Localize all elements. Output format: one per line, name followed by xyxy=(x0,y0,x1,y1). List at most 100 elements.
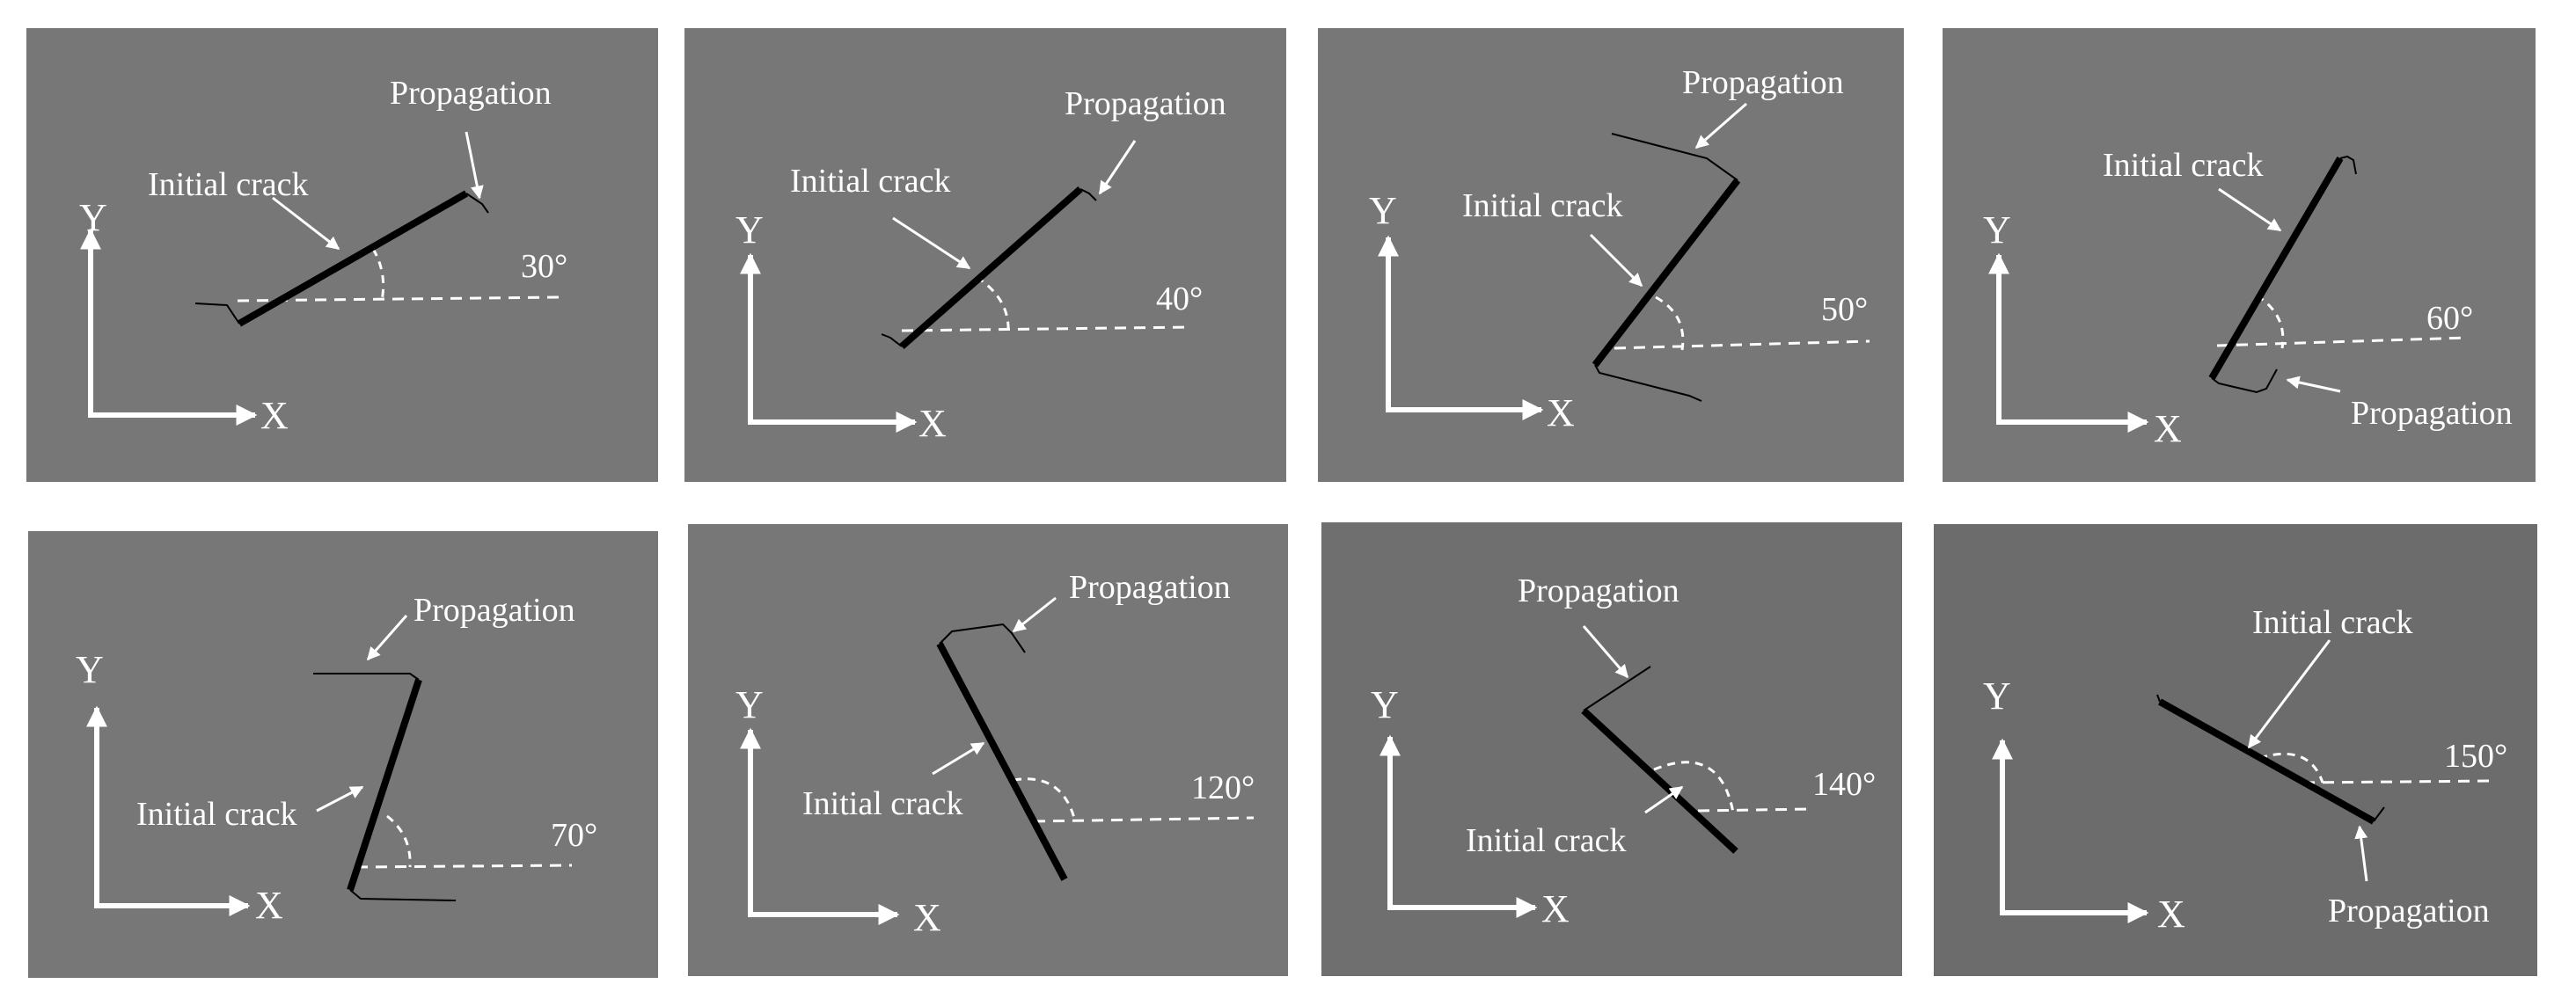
panel-60deg: Y X Initial crack Propagation 60° xyxy=(1943,28,2536,482)
angle-label: 30° xyxy=(521,248,567,285)
initial-crack xyxy=(899,186,1083,350)
propagation-label: Propagation xyxy=(1065,85,1226,122)
angle-label: 40° xyxy=(1156,281,1203,317)
initial-crack-pointer xyxy=(2247,639,2331,749)
propagation-pointer xyxy=(2354,825,2368,882)
propagation-path-upper xyxy=(313,673,420,681)
x-axis-label: X xyxy=(2154,407,2182,450)
initial-crack-label: Initial crack xyxy=(148,166,309,203)
angle-label: 150° xyxy=(2444,738,2507,775)
panel-background xyxy=(26,28,658,482)
panel-background xyxy=(1943,28,2536,482)
x-axis-label: X xyxy=(255,884,283,927)
propagation-pointer xyxy=(465,131,484,200)
x-axis-label: X xyxy=(1541,887,1570,930)
y-axis-label: Y xyxy=(1371,683,1399,726)
angle-arc xyxy=(1653,761,1735,813)
x-axis-label: X xyxy=(2157,893,2185,936)
initial-crack xyxy=(1581,708,1738,854)
propagation-pointer xyxy=(2286,375,2341,393)
initial-crack-pointer xyxy=(892,216,971,270)
angle-label: 140° xyxy=(1812,766,1876,803)
propagation-path-upper xyxy=(2156,694,2161,703)
initial-crack-pointer xyxy=(1644,785,1684,814)
initial-crack-pointer xyxy=(272,196,340,251)
initial-crack xyxy=(347,678,422,892)
propagation-label: Propagation xyxy=(1069,569,1231,606)
propagation-path-upper xyxy=(1079,188,1097,201)
initial-crack-label: Initial crack xyxy=(136,796,297,833)
propagation-label: Propagation xyxy=(413,592,575,629)
propagation-path-lower xyxy=(194,303,240,324)
initial-crack-pointer xyxy=(932,741,985,776)
reference-line xyxy=(1033,816,1255,823)
reference-line xyxy=(2302,779,2494,784)
y-axis-label: Y xyxy=(1369,189,1397,232)
initial-crack-pointer xyxy=(1589,233,1643,288)
x-axis-label: X xyxy=(260,394,289,437)
reference-line xyxy=(355,864,573,869)
angle-label: 70° xyxy=(551,817,597,854)
panel-background xyxy=(1321,522,1902,976)
initial-crack-label: Initial crack xyxy=(2103,147,2264,184)
panel-30deg: Y X Initial crack Propagation 30° xyxy=(26,28,658,482)
propagation-path-upper xyxy=(939,623,1026,653)
propagation-pointer xyxy=(1012,596,1057,633)
propagation-label: Propagation xyxy=(2351,395,2513,432)
panel-120deg: Y X Initial crack Propagation 120° xyxy=(688,524,1288,976)
propagation-path-lower xyxy=(2373,806,2385,822)
angle-arc xyxy=(1655,295,1685,351)
propagation-path-upper xyxy=(1583,666,1651,711)
y-axis-label: Y xyxy=(79,196,107,239)
initial-crack-label: Initial crack xyxy=(790,163,951,200)
initial-crack-label: Initial crack xyxy=(802,785,963,822)
panel-background xyxy=(1934,524,2537,976)
initial-crack xyxy=(2158,698,2375,825)
panel-150deg: Y X Initial crack Propagation 150° xyxy=(1934,524,2537,976)
x-axis-label: X xyxy=(1547,391,1575,434)
initial-crack xyxy=(2208,156,2344,381)
propagation-pointer xyxy=(366,615,408,661)
initial-crack-label: Initial crack xyxy=(1466,822,1627,859)
panel-70deg: Y X Initial crack Propagation 70° xyxy=(28,531,658,978)
propagation-path-upper xyxy=(1611,133,1738,181)
y-axis-label: Y xyxy=(1983,674,2011,718)
propagation-pointer xyxy=(1582,625,1629,679)
y-axis-label: Y xyxy=(735,208,764,252)
propagation-path-lower xyxy=(1594,364,1702,402)
angle-label: 50° xyxy=(1821,291,1868,328)
angle-arc xyxy=(2256,294,2285,349)
initial-crack xyxy=(1592,178,1741,368)
reference-line xyxy=(1614,339,1870,350)
angle-arc xyxy=(371,248,385,302)
y-axis-label: Y xyxy=(76,648,104,691)
y-axis-label: Y xyxy=(1983,208,2011,252)
y-axis-label: Y xyxy=(735,683,764,726)
reference-line xyxy=(901,325,1190,332)
initial-crack-pointer xyxy=(2218,187,2282,232)
initial-crack-pointer xyxy=(316,785,364,813)
x-axis-label: X xyxy=(913,896,941,939)
propagation-path-upper xyxy=(2339,155,2357,175)
propagation-label: Propagation xyxy=(1682,64,1844,101)
panel-background xyxy=(684,28,1286,482)
initial-crack-label: Initial crack xyxy=(1462,187,1623,224)
angle-label: 60° xyxy=(2426,300,2473,337)
propagation-pointer xyxy=(1694,102,1747,149)
panel-background xyxy=(688,524,1288,976)
angle-label: 120° xyxy=(1191,769,1255,806)
initial-crack xyxy=(238,190,468,327)
propagation-label: Propagation xyxy=(1518,572,1680,609)
propagation-label: Propagation xyxy=(390,75,552,112)
panel-50deg: Y X Initial crack Propagation 50° xyxy=(1318,28,1904,482)
reference-line xyxy=(2216,336,2469,347)
angle-arc xyxy=(386,814,412,868)
angle-arc xyxy=(1013,777,1077,822)
panel-40deg: Y X Initial crack Propagation 40° xyxy=(684,28,1286,482)
propagation-label: Propagation xyxy=(2328,893,2490,929)
propagation-path-lower xyxy=(881,333,903,347)
initial-crack xyxy=(936,642,1068,881)
propagation-path-lower xyxy=(349,889,457,901)
panel-140deg: Y X Initial crack Propagation 140° xyxy=(1321,522,1902,976)
